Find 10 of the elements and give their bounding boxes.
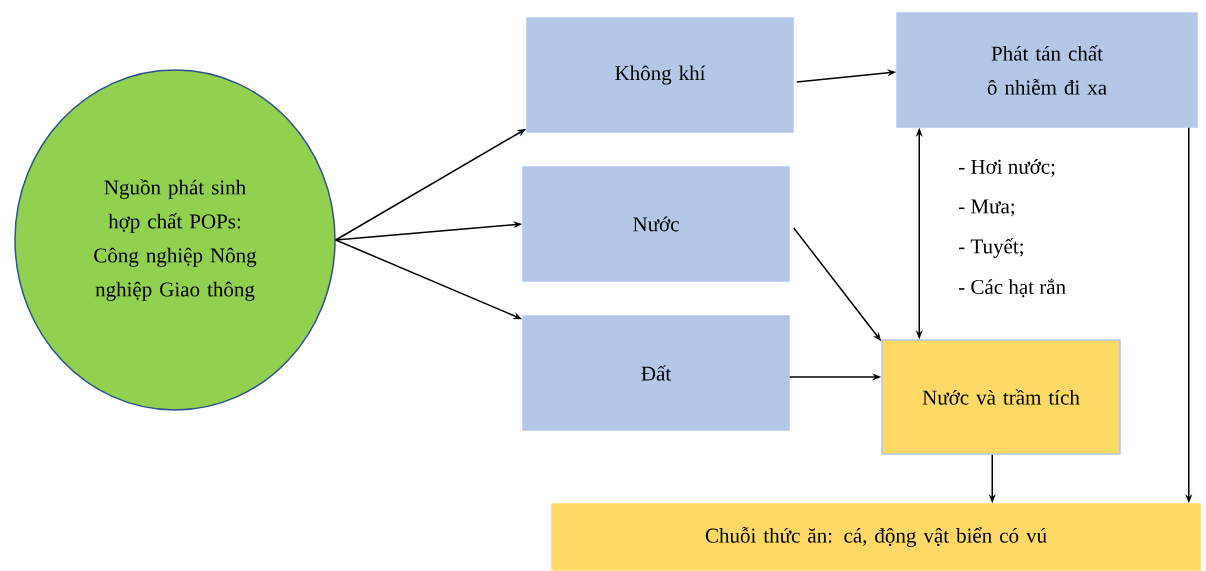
process-box: Nước và trầm tích xyxy=(881,339,1121,455)
process-box: Nước xyxy=(522,166,790,282)
process-box: Không khí xyxy=(526,17,794,133)
list-item: - Hơi nước; xyxy=(959,159,1055,177)
list-item: - Các hạt rắn xyxy=(959,278,1066,298)
list-item: - Tuyết; xyxy=(959,238,1023,258)
process-box: Chuỗi thức ăn: cá, động vật biển có vú xyxy=(551,503,1201,571)
list-item: - Mưa; xyxy=(959,199,1015,217)
process-box: Đất xyxy=(522,315,790,431)
process-box: Phát tán chất ô nhiễm đi xa xyxy=(896,12,1198,128)
